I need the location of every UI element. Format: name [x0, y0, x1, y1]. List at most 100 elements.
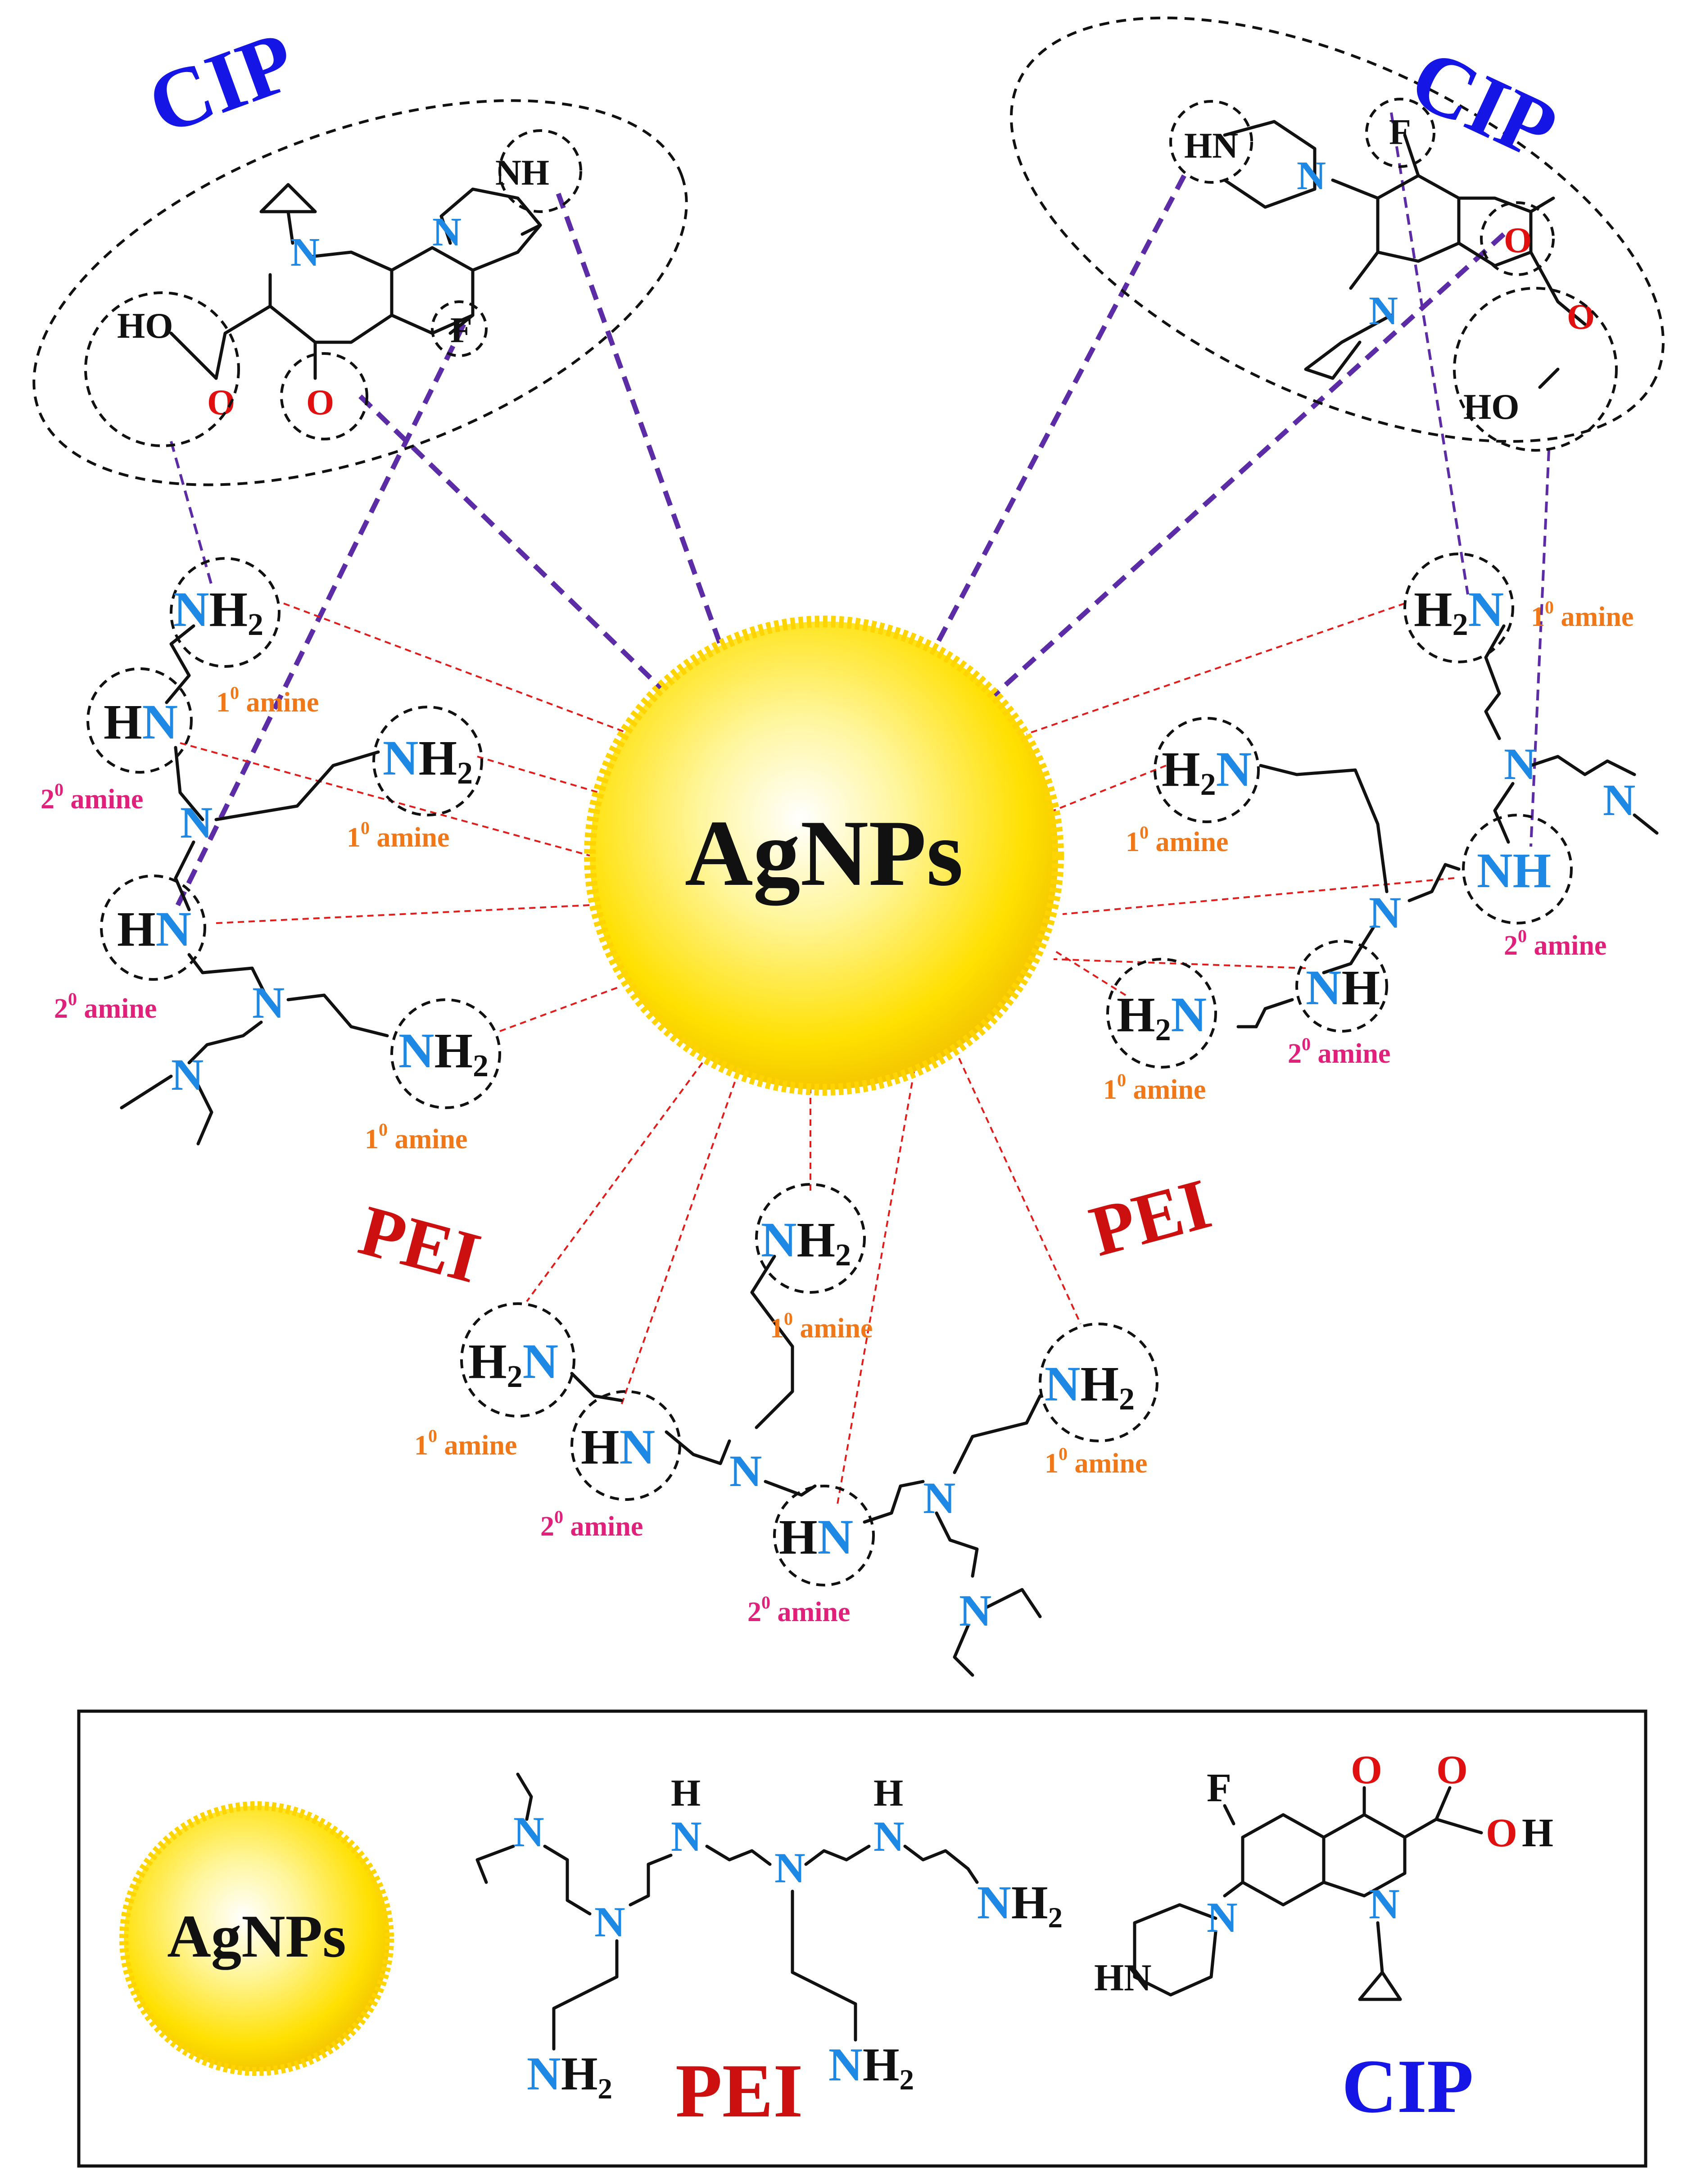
secondary-amine-label: 20 amine — [1288, 1034, 1390, 1069]
amine-nh2: NH2 — [977, 1876, 1063, 1934]
binding-site-ring — [1365, 98, 1435, 168]
interaction-line — [283, 603, 631, 735]
amine-ring — [372, 706, 483, 816]
pei-title-right: PEI — [1082, 1163, 1219, 1272]
atom-n: N — [180, 797, 213, 847]
atom-o: O — [1351, 1748, 1382, 1792]
cip-molecule-right: CIP HN N N F O O HO — [1009, 16, 1665, 452]
cip-enclosure-oval — [1009, 16, 1665, 443]
cip-title-right: CIP — [1397, 31, 1570, 179]
atom-hn: HN — [1184, 126, 1238, 166]
binding-site-ring — [498, 129, 582, 213]
bond — [570, 1372, 623, 1402]
bond — [1376, 174, 1461, 263]
primary-amine-label: 10 amine — [216, 683, 319, 718]
interaction-line — [170, 441, 213, 586]
amine-ring — [1403, 553, 1514, 663]
binding-site-ring — [1453, 287, 1618, 452]
bond — [390, 246, 475, 335]
amine-ring — [1106, 958, 1217, 1069]
bond — [174, 840, 195, 911]
amine-nh2: NH2 — [761, 1212, 851, 1273]
atom-n: N — [1369, 888, 1401, 938]
bond — [1322, 926, 1375, 974]
amine-ring — [1462, 814, 1573, 924]
bond — [448, 313, 475, 335]
bond — [1331, 178, 1380, 290]
interaction-line — [984, 232, 1506, 705]
atom-ho: HO — [117, 306, 173, 346]
amine-nh2: NH2 — [828, 2038, 914, 2096]
bond — [520, 223, 542, 236]
bond — [1434, 1817, 1483, 1835]
amine-hn: HN — [779, 1509, 853, 1564]
bond — [187, 1020, 263, 1065]
bond — [1403, 1786, 1452, 1839]
amine-nh2: NH2 — [398, 1023, 489, 1083]
binding-site-ring — [431, 300, 488, 357]
bond — [543, 1844, 592, 1916]
primary-amine-label: 10 amine — [770, 1309, 873, 1344]
bond — [1322, 1813, 1407, 1898]
atom-n: N — [729, 1446, 762, 1496]
primary-amine-label: 10 amine — [414, 1426, 517, 1461]
atom-o: O — [1504, 221, 1532, 260]
atom-f: F — [1207, 1766, 1231, 1810]
bond — [1223, 1804, 1235, 1826]
atom-f: F — [450, 311, 472, 350]
interaction-line — [1390, 112, 1469, 595]
legend-nanoparticle — [119, 1801, 394, 2076]
binding-site-ring — [280, 352, 368, 440]
secondary-amine-label: 20 amine — [540, 1507, 643, 1542]
pei-bottom-arm: NH2 10 amine H2N 10 amine HN 20 amine N … — [414, 1183, 1158, 1677]
amine-nh2: NH2 — [1045, 1356, 1135, 1417]
cip-molecule-left: CIP N N NH F HO O O — [32, 14, 688, 486]
atom-hn: HN — [1094, 1957, 1152, 1999]
piperazine-bond — [1223, 120, 1317, 209]
interaction-line — [358, 394, 664, 691]
atom-h: H — [671, 1772, 701, 1814]
atom-n: N — [873, 1812, 905, 1860]
bond — [1223, 1880, 1244, 1898]
amine-h2n: H2N — [1414, 582, 1504, 642]
cip-title-left: CIP — [136, 14, 307, 153]
secondary-amine-label: 20 amine — [54, 989, 157, 1024]
atom-n: N — [1297, 154, 1326, 198]
bond — [953, 1394, 1042, 1474]
bond — [286, 210, 294, 245]
atom-n: N — [774, 1844, 805, 1892]
atom-nh: NH — [495, 153, 549, 193]
primary-amine-label: 10 amine — [1531, 597, 1634, 632]
legend-box: AgNPs N N H N N H N NH2 NH2 NH2 PEI — [77, 1709, 1647, 2168]
primary-amine-label: 10 amine — [1126, 822, 1228, 857]
amine-nh2: NH2 — [383, 730, 473, 791]
legend-cip-title: CIP — [1342, 2044, 1474, 2129]
atom-n: N — [959, 1586, 991, 1636]
atom-n: N — [1504, 739, 1536, 789]
piperazine-bond — [439, 187, 542, 272]
interaction-line — [216, 904, 590, 924]
bond — [120, 1074, 173, 1110]
atom-f: F — [1389, 113, 1411, 152]
atom-n: N — [432, 210, 462, 254]
nanoparticle-sphere — [584, 616, 1064, 1096]
legend-pei-title: PEI — [675, 2048, 803, 2133]
atom-n: N — [1369, 1880, 1400, 1928]
bond — [935, 1511, 979, 1578]
bond — [187, 953, 267, 997]
primary-amine-label: 10 amine — [365, 1119, 467, 1155]
bond — [1484, 624, 1506, 740]
bond — [174, 746, 204, 821]
bond — [169, 331, 218, 380]
amine-nh2: NH2 — [173, 582, 263, 642]
primary-amine-label: 10 amine — [1103, 1070, 1206, 1105]
amine-ring — [390, 998, 501, 1109]
bond — [268, 273, 317, 344]
bond — [286, 993, 389, 1038]
bond — [903, 1844, 979, 1884]
pei-title-left: PEI — [352, 1190, 489, 1298]
secondary-amine-label: 20 amine — [747, 1592, 850, 1627]
bond — [1493, 782, 1515, 844]
